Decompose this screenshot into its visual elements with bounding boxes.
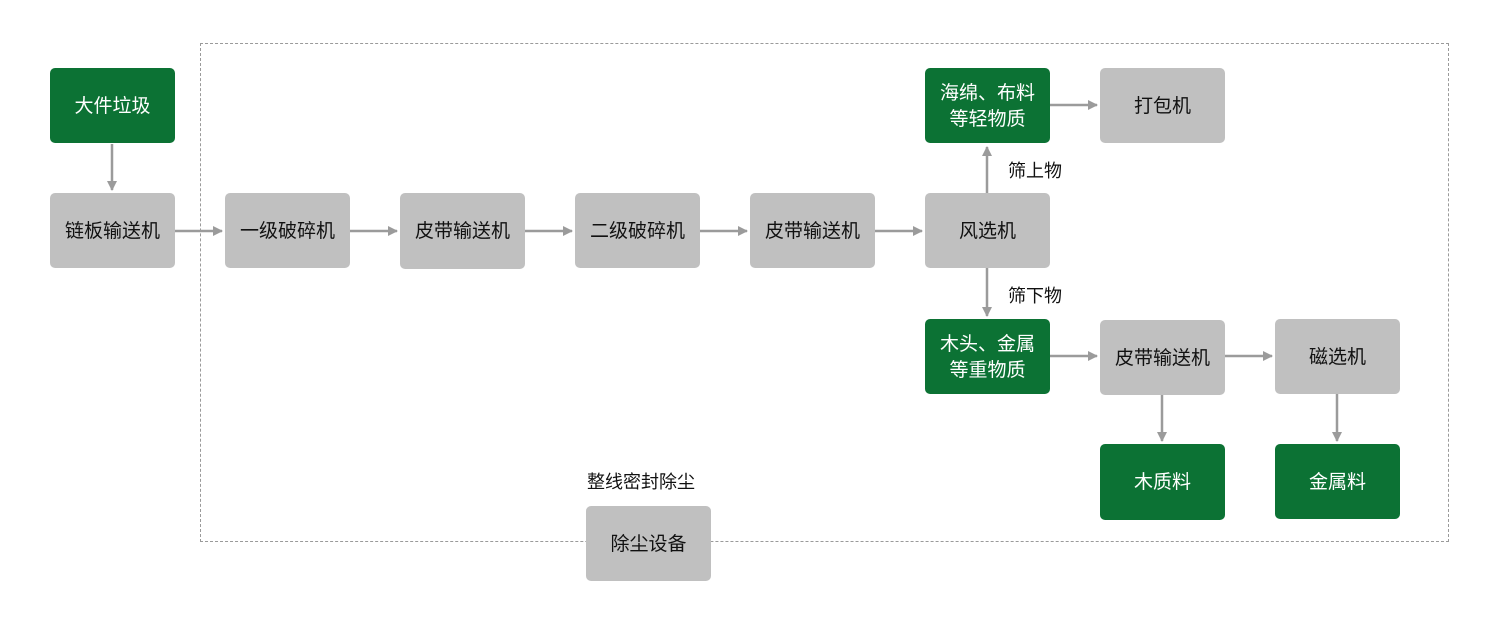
- node-belt-conveyor-2: 皮带输送机: [750, 193, 875, 268]
- label-undersize: 筛下物: [1008, 286, 1062, 307]
- node-belt-conveyor-3: 皮带输送机: [1100, 320, 1225, 395]
- node-baler: 打包机: [1100, 68, 1225, 143]
- sealed-line-enclosure: [200, 43, 1449, 542]
- node-wood-material: 木质料: [1100, 444, 1225, 520]
- node-primary-crusher: 一级破碎机: [225, 193, 350, 268]
- node-light-material: 海绵、布料 等轻物质: [925, 68, 1050, 143]
- node-magnetic-separator: 磁选机: [1275, 319, 1400, 394]
- node-dust-equipment: 除尘设备: [586, 506, 711, 581]
- label-oversize: 筛上物: [1008, 161, 1062, 182]
- node-belt-conveyor-1: 皮带输送机: [400, 193, 525, 269]
- node-bulky-waste: 大件垃圾: [50, 68, 175, 143]
- node-heavy-material: 木头、金属 等重物质: [925, 319, 1050, 394]
- node-secondary-crusher: 二级破碎机: [575, 193, 700, 268]
- node-chain-conveyor: 链板输送机: [50, 193, 175, 268]
- label-sealing-dust: 整线密封除尘: [587, 472, 695, 493]
- node-metal-material: 金属料: [1275, 444, 1400, 519]
- node-air-separator: 风选机: [925, 193, 1050, 268]
